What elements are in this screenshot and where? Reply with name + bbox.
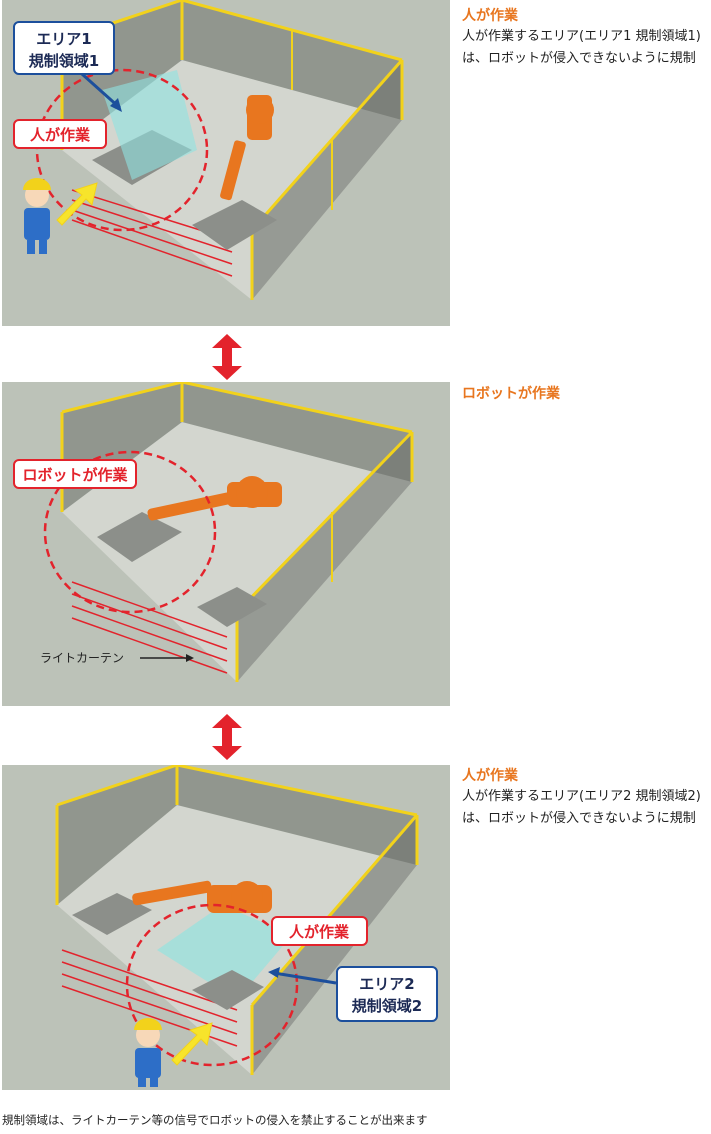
work-bin-right	[192, 200, 277, 250]
description-title-3: 人が作業	[462, 768, 518, 784]
double-arrow-icon	[212, 714, 242, 760]
robot-arm	[220, 95, 274, 201]
robot-zone-circle	[43, 450, 217, 614]
description-body-3: 人が作業するエリア(エリア2 規制領域2)は、ロボットが侵入できないように規制	[462, 789, 701, 826]
description-1: 人が作業 人が作業するエリア(エリア1 規制領域1)は、ロボットが侵入できないよ…	[462, 6, 708, 70]
restricted-area-2	[157, 905, 292, 1000]
entry-arrow	[56, 182, 98, 226]
description-2: ロボットが作業	[462, 384, 708, 404]
footer-caption: 規制領域は、ライトカーテン等の信号でロボットの侵入を禁止することが出来ます	[2, 1113, 428, 1127]
area-label-2-line1: エリア2	[359, 975, 414, 993]
tag-human-working-1: 人が作業	[30, 126, 91, 144]
area-label-1-line2: 規制領域1	[29, 52, 99, 70]
work-bin-right	[197, 587, 267, 627]
scene-panel-2: ロボットが作業 ライトカーテン	[2, 382, 450, 706]
work-bin-left	[97, 512, 182, 562]
restricted-zone-circle	[35, 68, 209, 232]
tag-human-working-2: 人が作業	[289, 923, 350, 941]
description-title-1: 人が作業	[462, 8, 518, 24]
light-curtain	[71, 189, 233, 277]
description-title-2: ロボットが作業	[462, 386, 560, 402]
worker-icon	[134, 1018, 162, 1087]
scene-panel-3: 人が作業 エリア2 規制領域2	[2, 765, 450, 1090]
double-arrow-icon	[212, 334, 242, 380]
robot-arm	[132, 880, 272, 913]
entry-arrow	[171, 1022, 213, 1066]
light-curtain-label: ライトカーテン	[40, 651, 124, 665]
robot-arm	[147, 476, 282, 521]
area-label-1-line1: エリア1	[36, 30, 91, 48]
restricted-area-1	[102, 70, 197, 180]
area-label-2-line2: 規制領域2	[352, 997, 422, 1015]
scene-panel-1: 人が作業 エリア1 規制領域1	[2, 0, 450, 326]
restricted-zone-circle	[125, 903, 299, 1067]
tag-robot-working: ロボットが作業	[22, 466, 128, 484]
description-body-1: 人が作業するエリア(エリア1 規制領域1)は、ロボットが侵入できないように規制	[462, 29, 701, 66]
worker-icon	[23, 178, 51, 254]
work-bin-right	[192, 970, 264, 1010]
description-3: 人が作業 人が作業するエリア(エリア2 規制領域2)は、ロボットが侵入できないよ…	[462, 766, 708, 830]
work-bin-left	[72, 893, 152, 935]
